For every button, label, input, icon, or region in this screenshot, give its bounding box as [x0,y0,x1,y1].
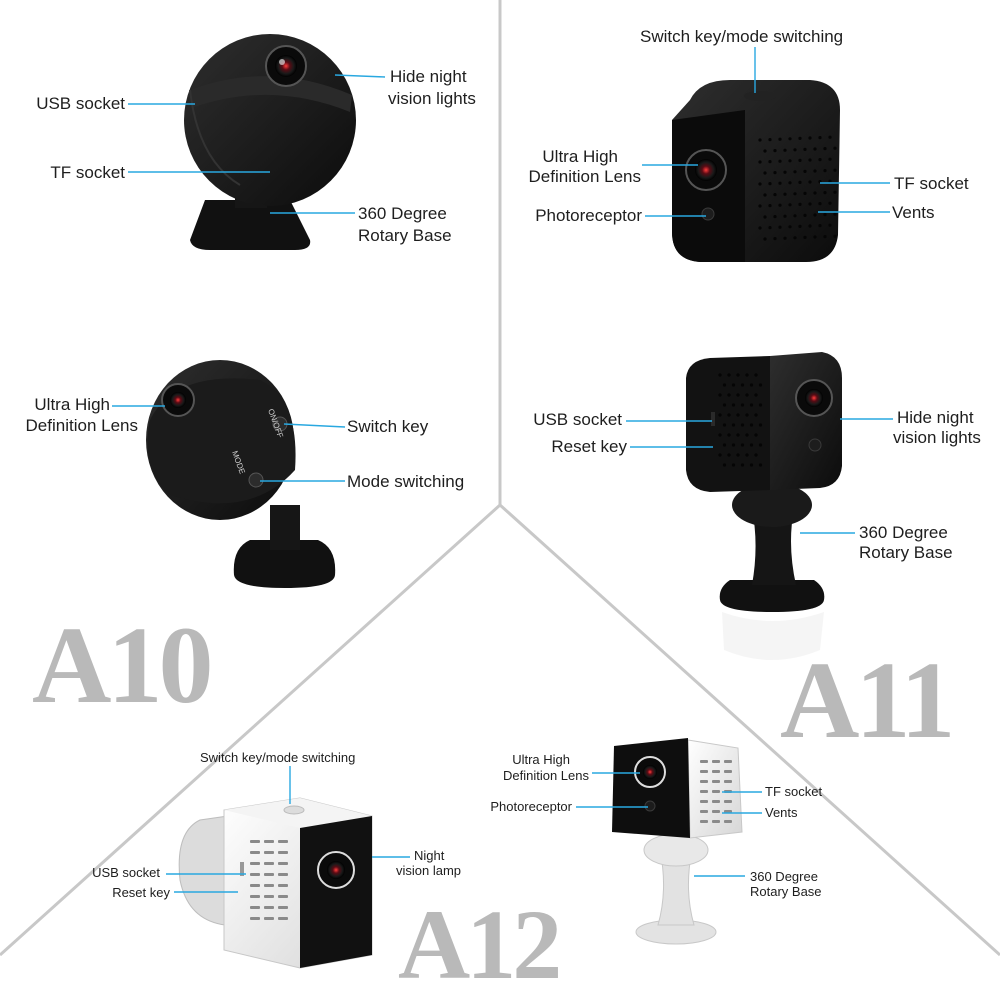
a10-lens-label-2: Definition Lens [25,416,138,435]
a10-base-label-1: 360 Degree [358,204,447,223]
a10-mode-switching-label: Mode switching [347,472,465,491]
a11-hide-night-label-1: Hide night [897,408,974,427]
a12-switch-button-icon [283,805,305,815]
a10-hide-night-label-2: vision lights [388,89,476,108]
a12-reset-key-label: Reset key [112,885,170,900]
a11-side-camera [686,352,842,660]
a10-mode-button-icon [248,472,264,488]
a11-vents-label: Vents [892,203,935,222]
a12-usb-socket-label: USB socket [92,865,160,880]
a11-reset-key-label: Reset key [551,437,627,456]
a12-base-label-1: 360 Degree [750,869,818,884]
a11-front-switch-button-icon [744,91,776,101]
a12-lens-label-2: Definition Lens [503,768,589,783]
a12-night-label-2: vision lamp [396,863,462,878]
a11-lens-label-1: Ultra High [542,147,618,166]
a12-photoreceptor-label: Photoreceptor [490,799,572,814]
a11-hide-night-label-2: vision lights [893,428,981,447]
a10-front-camera [184,34,356,250]
a12-vents-label: Vents [765,805,798,820]
a12-left-camera [178,797,373,969]
a11-front-camera [672,80,840,262]
a12-tf-socket-label: TF socket [765,784,823,799]
a11-model-name: A11 [780,639,955,761]
a11-usb-port-icon [711,412,715,426]
a12-usb-port-icon [240,862,244,876]
a11-photoreceptor-label: Photoreceptor [535,206,642,225]
a10-model-name: A10 [32,604,213,726]
a10-lens-label-1: Ultra High [34,395,110,414]
leader-lines [112,47,893,893]
a11-switch-mode-label: Switch key/mode switching [640,27,844,46]
a10-base-label-2: Rotary Base [358,226,452,245]
a10-side-camera [146,360,336,588]
a12-model-name: A12 [398,889,562,1000]
a12-lens-label-1: Ultra High [512,752,570,767]
a11-photoreceptor-icon [701,207,715,221]
a11-lens-label-2: Definition Lens [528,167,641,186]
divider-right-diagonal [498,503,1000,957]
a12-right-camera [612,738,743,945]
a11-base-label-1: 360 Degree [859,523,948,542]
section-dividers [0,0,1000,957]
a12-base-label-2: Rotary Base [750,884,822,899]
a10-tf-socket-label: TF socket [50,163,125,182]
a10-switch-key-label: Switch key [347,417,429,436]
a11-base-label-2: Rotary Base [859,543,953,562]
a12-photoreceptor-icon [644,800,656,812]
a12-switch-mode-label: Switch key/mode switching [200,750,356,765]
divider-left-diagonal [0,503,502,957]
a12-night-label-1: Night [414,848,445,863]
a11-vents-icon [758,135,837,241]
a10-hide-night-label-1: Hide night [390,67,467,86]
a11-usb-socket-label: USB socket [533,410,622,429]
a11-tf-socket-label: TF socket [894,174,969,193]
a10-usb-socket-label: USB socket [36,94,125,113]
